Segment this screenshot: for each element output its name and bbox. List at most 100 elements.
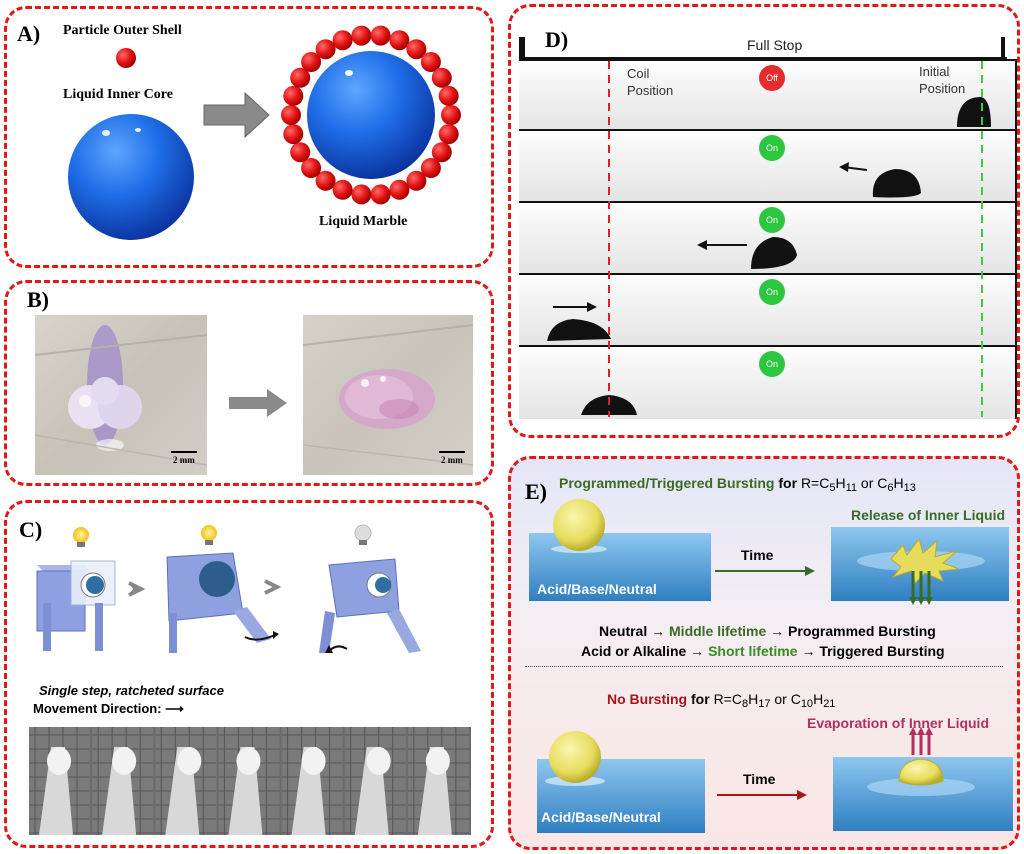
evaporating-marble — [898, 758, 944, 786]
panel-a-illustration — [68, 25, 461, 240]
marble-shell-particle — [420, 158, 441, 178]
no-burst-heading-for: for — [691, 691, 710, 707]
photo-after: 2 mm — [303, 315, 473, 475]
marble-label: Liquid Marble — [319, 214, 408, 229]
up-arrow-icon-1 — [909, 727, 917, 735]
down-arrow-icon-3 — [925, 597, 933, 605]
programmed-heading-for: for — [778, 475, 798, 491]
marble-shell-particle — [438, 85, 459, 106]
shell-particle-icon — [116, 48, 136, 68]
transform-arrow-icon — [203, 91, 270, 139]
panel-b-label: B) — [27, 287, 49, 312]
neutral-line-c: → Programmed Bursting — [770, 623, 936, 639]
marble-shell-particle — [370, 25, 391, 46]
scale-label-right: 2 mm — [441, 455, 463, 465]
track-top-line — [519, 57, 1007, 60]
bulb-on-icon-1 — [73, 527, 89, 543]
ratchet-frame — [155, 727, 217, 835]
photo-before-drawing — [35, 325, 207, 466]
scale-bar-right — [439, 451, 465, 453]
ratchet-frame — [29, 727, 91, 835]
programmed-heading-green: Programmed/Triggered Bursting — [559, 475, 775, 491]
no-burst-heading-red: No Bursting — [607, 691, 688, 707]
scale-bar-left — [171, 451, 197, 453]
arrow-left-icon-2 — [697, 240, 707, 250]
panel-d-label: D) — [545, 27, 569, 52]
neutral-line: Neutral → Middle lifetime → Programmed B… — [599, 623, 936, 639]
programmed-heading-formula: R=C5H11 or C6H13 — [800, 475, 916, 494]
programmed-heading: Programmed/Triggered Bursting for R=C5H1… — [559, 475, 916, 494]
down-arrow-icon-1 — [909, 597, 917, 605]
time-label-top: Time — [741, 547, 774, 563]
led-indicator-1: Off — [759, 65, 785, 91]
core-label: Liquid Inner Core — [63, 87, 173, 102]
water-left-top — [529, 533, 711, 601]
marble-shell-particle — [406, 170, 427, 191]
marble-shell-particle — [283, 85, 304, 106]
section-divider — [525, 666, 1003, 667]
acid-line: Acid or Alkaline → Short lifetime → Trig… — [581, 643, 945, 659]
initial-position-label: Initial Position — [919, 64, 966, 96]
time-arrow-icon-top — [805, 566, 815, 576]
panel-e-label: E) — [525, 479, 547, 504]
led-indicator-4: On — [759, 279, 785, 305]
release-label: Release of Inner Liquid — [851, 507, 1006, 523]
panel-d: D) Full Stop Coil Position Initial Posit… — [508, 4, 1020, 438]
ratchet-frame — [92, 727, 154, 835]
coil-position-label: Coil Position — [627, 66, 674, 98]
led-indicator-2: On — [759, 135, 785, 161]
marble-shell-particle — [315, 39, 336, 60]
up-arrow-icon-3 — [925, 727, 933, 735]
marble-shell-particle — [351, 25, 372, 46]
ratchet-frame — [344, 727, 406, 835]
liquid-core-sphere — [68, 114, 194, 240]
marble-core-sphere — [307, 51, 435, 179]
panel-d-overlay — [547, 61, 991, 417]
evaporation-label: Evaporation of Inner Liquid — [807, 715, 989, 731]
panel-a-label: A) — [17, 21, 41, 46]
droplet-2 — [872, 169, 921, 198]
marble-shell-particle — [332, 30, 353, 51]
ratchet-photo-drawing — [29, 727, 469, 835]
ratchet-frame — [218, 727, 280, 835]
ratchet-frame — [407, 727, 469, 835]
marble-shell-particle — [351, 184, 372, 205]
marble-shell-particle — [301, 52, 322, 72]
marble-shell-particle — [290, 142, 311, 163]
marble-shell-particle — [283, 124, 304, 145]
panel-c: C) — [4, 500, 494, 848]
panel-e-top-illustration — [529, 499, 1009, 605]
marble-shell-particle — [431, 67, 452, 88]
photo-before: 2 mm — [35, 315, 207, 475]
acid-line-c: → Triggered Bursting — [801, 643, 945, 659]
marble-shell-particle — [389, 30, 410, 51]
marble-shell-particle — [370, 184, 391, 205]
led-indicator-5: On — [759, 351, 785, 377]
ratchet-caption: Single step, ratcheted surface — [39, 683, 224, 698]
led-indicator-3: On — [759, 207, 785, 233]
bulb-off-icon — [354, 524, 372, 542]
marble-shell-particle — [406, 39, 427, 60]
time-label-bottom: Time — [743, 771, 776, 787]
ratchet-photo-strip — [29, 727, 471, 835]
liquid-marble-shape — [281, 25, 461, 205]
panel-b: B) 2 mm 2 mm — [4, 280, 494, 486]
marble-shell-particle — [315, 170, 336, 191]
down-arrow-icon-2 — [917, 597, 925, 605]
burst-splash — [890, 537, 960, 584]
up-arrow-icon-2 — [917, 727, 925, 735]
droplet-1 — [957, 97, 991, 127]
droplet-4 — [547, 319, 611, 341]
panel-a: A) Particle Outer Shell Liquid Inner Cor… — [4, 6, 494, 268]
marble-yellow-top — [553, 499, 605, 551]
marble-shell-particle — [438, 124, 459, 145]
photo-after-drawing — [303, 324, 473, 466]
marble-shell-particle — [420, 52, 441, 72]
arrow-right-icon — [587, 302, 597, 312]
no-burst-heading-formula: R=C8H17 or C10H21 — [713, 691, 836, 710]
full-stop-title: Full Stop — [747, 37, 803, 53]
acid-line-b: Short lifetime — [708, 643, 798, 659]
arrow-left-icon-1 — [839, 162, 849, 172]
panel-c-label: C) — [19, 517, 43, 542]
panel-e-bottom-illustration — [537, 727, 1013, 833]
